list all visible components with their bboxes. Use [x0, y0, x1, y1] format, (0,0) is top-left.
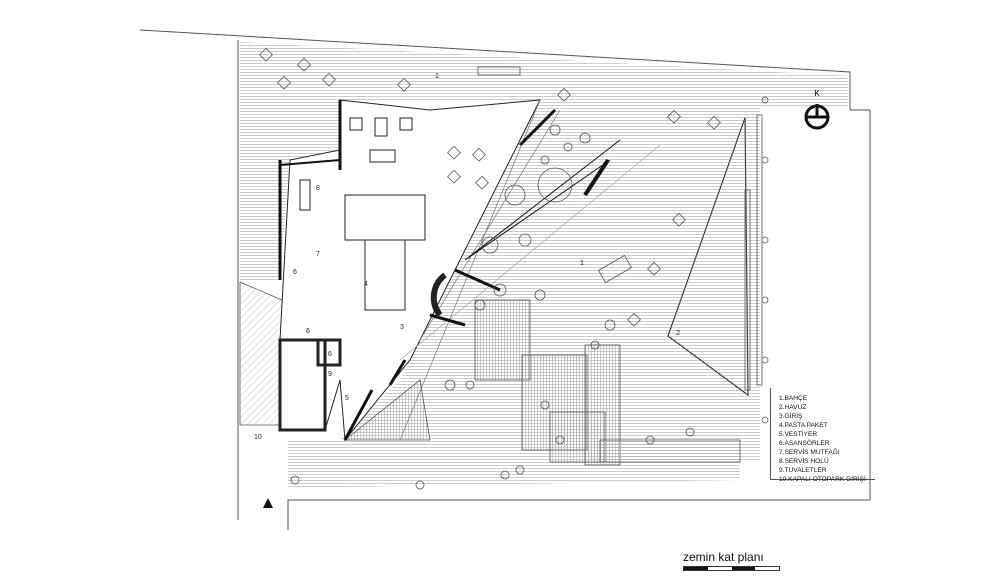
north-arrow-icon — [804, 104, 830, 130]
legend: 1.BAHÇE 2.HAVUZ 3.GİRİŞ 4.PASTA PAKET 5.… — [770, 388, 875, 483]
scale-bar — [683, 566, 780, 571]
legend-item: 9.TUVALETLER — [779, 467, 827, 474]
svg-text:6: 6 — [293, 269, 297, 276]
legend-item: 3.GİRİŞ — [779, 413, 803, 420]
garden-area — [240, 42, 848, 488]
legend-item: 1.BAHÇE — [779, 395, 808, 402]
svg-text:5: 5 — [345, 395, 349, 402]
legend-item: 5.VESTİYER — [779, 431, 818, 438]
trees — [290, 96, 769, 490]
legend-item: 7.SERVİS MUTFAĞI — [779, 449, 840, 456]
legend-item: 4.PASTA PAKET — [779, 422, 828, 429]
svg-text:4: 4 — [364, 281, 368, 288]
svg-text:7: 7 — [316, 251, 320, 258]
parking-ramp — [239, 281, 283, 426]
svg-text:3: 3 — [400, 324, 404, 331]
legend-item: 2.HAVUZ — [779, 404, 807, 411]
svg-text:6: 6 — [328, 351, 332, 358]
room-numbers: 1 1 2 3 4 5 6 6 6 7 8 9 10 — [254, 73, 680, 441]
legend-item: 10.KAPALI OTOPARK GİRİŞİ — [779, 476, 866, 483]
legend-item: 8.SERVİS HOLÜ — [779, 458, 829, 465]
svg-text:1: 1 — [580, 260, 584, 267]
entrance-arrow — [263, 498, 273, 508]
plan-title: zemin kat planı — [683, 550, 764, 564]
legend-item: 6.ASANSÖRLER — [779, 440, 830, 447]
site-boundary — [139, 29, 871, 530]
building — [278, 99, 661, 442]
svg-text:9: 9 — [328, 371, 332, 378]
tables — [259, 47, 763, 391]
terraces — [343, 299, 741, 466]
north-label: K — [814, 89, 820, 98]
svg-text:8: 8 — [316, 185, 320, 192]
svg-text:6: 6 — [306, 328, 310, 335]
svg-text:1: 1 — [435, 73, 439, 80]
svg-text:10: 10 — [254, 434, 262, 441]
svg-text:2: 2 — [676, 330, 680, 337]
